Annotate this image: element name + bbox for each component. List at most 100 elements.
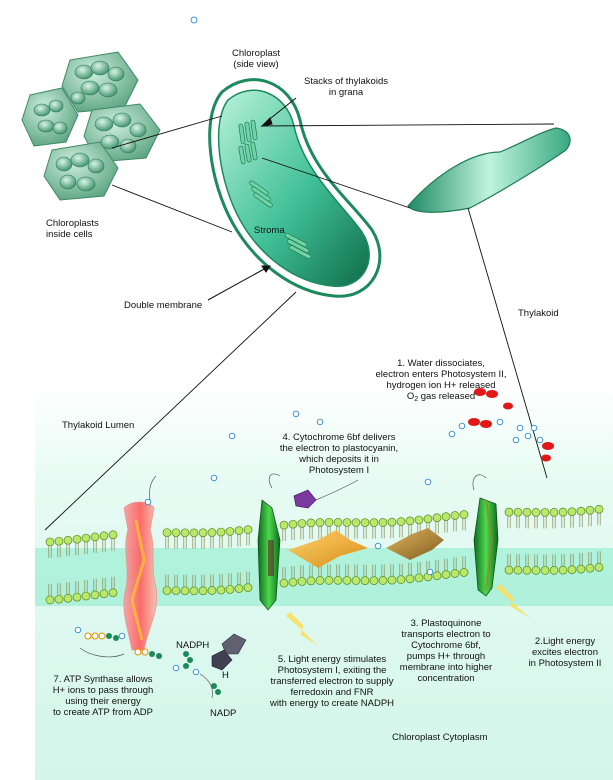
lipid-head <box>405 574 415 584</box>
water-molecules <box>468 388 554 462</box>
lipid-head <box>333 517 343 527</box>
atp-adp-molecules <box>84 632 221 695</box>
lipid-head <box>45 537 55 547</box>
lipid-head <box>198 528 208 538</box>
atp-synthase <box>123 501 158 651</box>
label-line: hydrogen ion H+ released <box>386 380 496 391</box>
lipid-head <box>90 532 100 542</box>
chloroplast-cells-cluster <box>21 51 161 201</box>
lipid-head <box>198 586 208 596</box>
label-step-1: 1. Water dissociates, electron enters Ph… <box>356 358 526 405</box>
label-line: ferredoxin and FNR <box>290 687 374 698</box>
lipid-head <box>513 507 523 517</box>
hydrogen-ion <box>496 418 504 426</box>
label-line: in grana <box>328 87 364 98</box>
lipid-head <box>594 562 604 572</box>
lipid-head <box>576 564 586 574</box>
label-line: 7. ATP Synthase allows <box>53 674 153 685</box>
label-step-7: 7. ATP Synthase allows H+ ions to pass t… <box>38 674 168 718</box>
hydrogen-ion <box>458 422 466 430</box>
label-line: H+ ions to pass through <box>52 685 154 696</box>
connector-lines <box>44 115 555 531</box>
hydrogen-ion <box>118 632 126 640</box>
hydrogen-ion <box>144 498 152 506</box>
label-line: using their energy <box>65 696 141 707</box>
label-line: pumps H+ through <box>406 651 486 662</box>
hydrogen-ion <box>530 424 538 432</box>
o2-symbol: O <box>406 391 415 402</box>
lipid-head <box>171 528 181 538</box>
hydrogen-ion <box>524 432 532 440</box>
lipid-head <box>351 518 361 527</box>
lipid-head <box>171 586 181 596</box>
lipid-head <box>360 576 370 585</box>
label-line: transferred electron to supply <box>270 676 394 687</box>
lipid-head <box>540 566 550 575</box>
lipid-head <box>207 586 217 595</box>
lipid-head <box>378 518 388 527</box>
flow-curves <box>79 473 487 699</box>
lipid-head <box>441 570 451 579</box>
lipid-head <box>225 527 235 536</box>
lipid-head <box>567 507 577 517</box>
label-line: in Photosystem II <box>528 658 602 669</box>
lipid-head <box>54 594 64 604</box>
photosystem-i <box>257 499 281 611</box>
lipid-head <box>558 507 568 517</box>
lipid-head <box>378 576 388 585</box>
lipid-head <box>522 565 532 575</box>
lipid-head <box>315 576 325 585</box>
label-line: Stacks of thylakoids <box>304 76 388 87</box>
label-double-membrane: Double membrane <box>124 300 203 311</box>
label-nadp: NADP <box>210 708 237 719</box>
lipid-bilayer <box>45 504 604 605</box>
label-step-5: 5. Light energy stimulates Photosystem I… <box>252 654 412 709</box>
lipid-head <box>90 590 100 600</box>
plastocyanin <box>293 489 317 509</box>
lipid-head <box>513 565 523 575</box>
lipid-head <box>297 519 307 528</box>
label-line: transports electron to <box>401 629 491 640</box>
lipid-head <box>180 586 190 596</box>
lipid-head <box>423 514 433 524</box>
lipid-head <box>594 504 604 514</box>
hydrogen-ion <box>374 542 382 550</box>
lipid-head <box>243 525 253 534</box>
lipid-head <box>288 577 298 587</box>
hydrogen-ion <box>448 430 456 438</box>
lipid-head <box>369 576 379 585</box>
label-thylakoid: Thylakoid <box>518 308 559 319</box>
lipid-head <box>459 568 469 577</box>
label-line: inside cells <box>46 229 93 240</box>
lipid-head <box>99 531 109 541</box>
lipid-head <box>189 528 199 538</box>
hydrogen-ion <box>192 668 200 676</box>
lipid-head <box>342 518 352 527</box>
label-line: 4. Cytochrome 6bf delivers <box>282 432 396 443</box>
hydrogen-ion <box>74 626 82 634</box>
lipid-head <box>567 565 577 575</box>
lipid-head <box>63 593 73 603</box>
lipid-head <box>432 513 442 523</box>
light-bolts <box>286 584 530 646</box>
label-line: which deposits it in <box>299 454 379 465</box>
hydrogen-ion <box>316 418 324 426</box>
lipid-head <box>396 517 406 526</box>
lipid-head <box>288 519 298 529</box>
hydrogen-ion <box>172 664 180 672</box>
lipid-head <box>63 535 73 545</box>
label-line-o2: O2 gas released <box>356 391 526 405</box>
o2-rest: gas released <box>418 391 476 402</box>
lipid-head <box>549 508 559 517</box>
lipid-head <box>450 569 460 578</box>
label-line: 1. Water dissociates, <box>397 358 485 369</box>
pointer-arrows <box>207 97 297 301</box>
lipid-head <box>99 589 109 599</box>
lipid-head <box>522 507 532 517</box>
label-line: (side view) <box>233 59 279 70</box>
lipid-head <box>540 508 550 517</box>
ferredoxin-fnr <box>211 633 247 671</box>
label-h: H <box>222 670 229 681</box>
label-line: Chloroplast <box>231 48 281 59</box>
